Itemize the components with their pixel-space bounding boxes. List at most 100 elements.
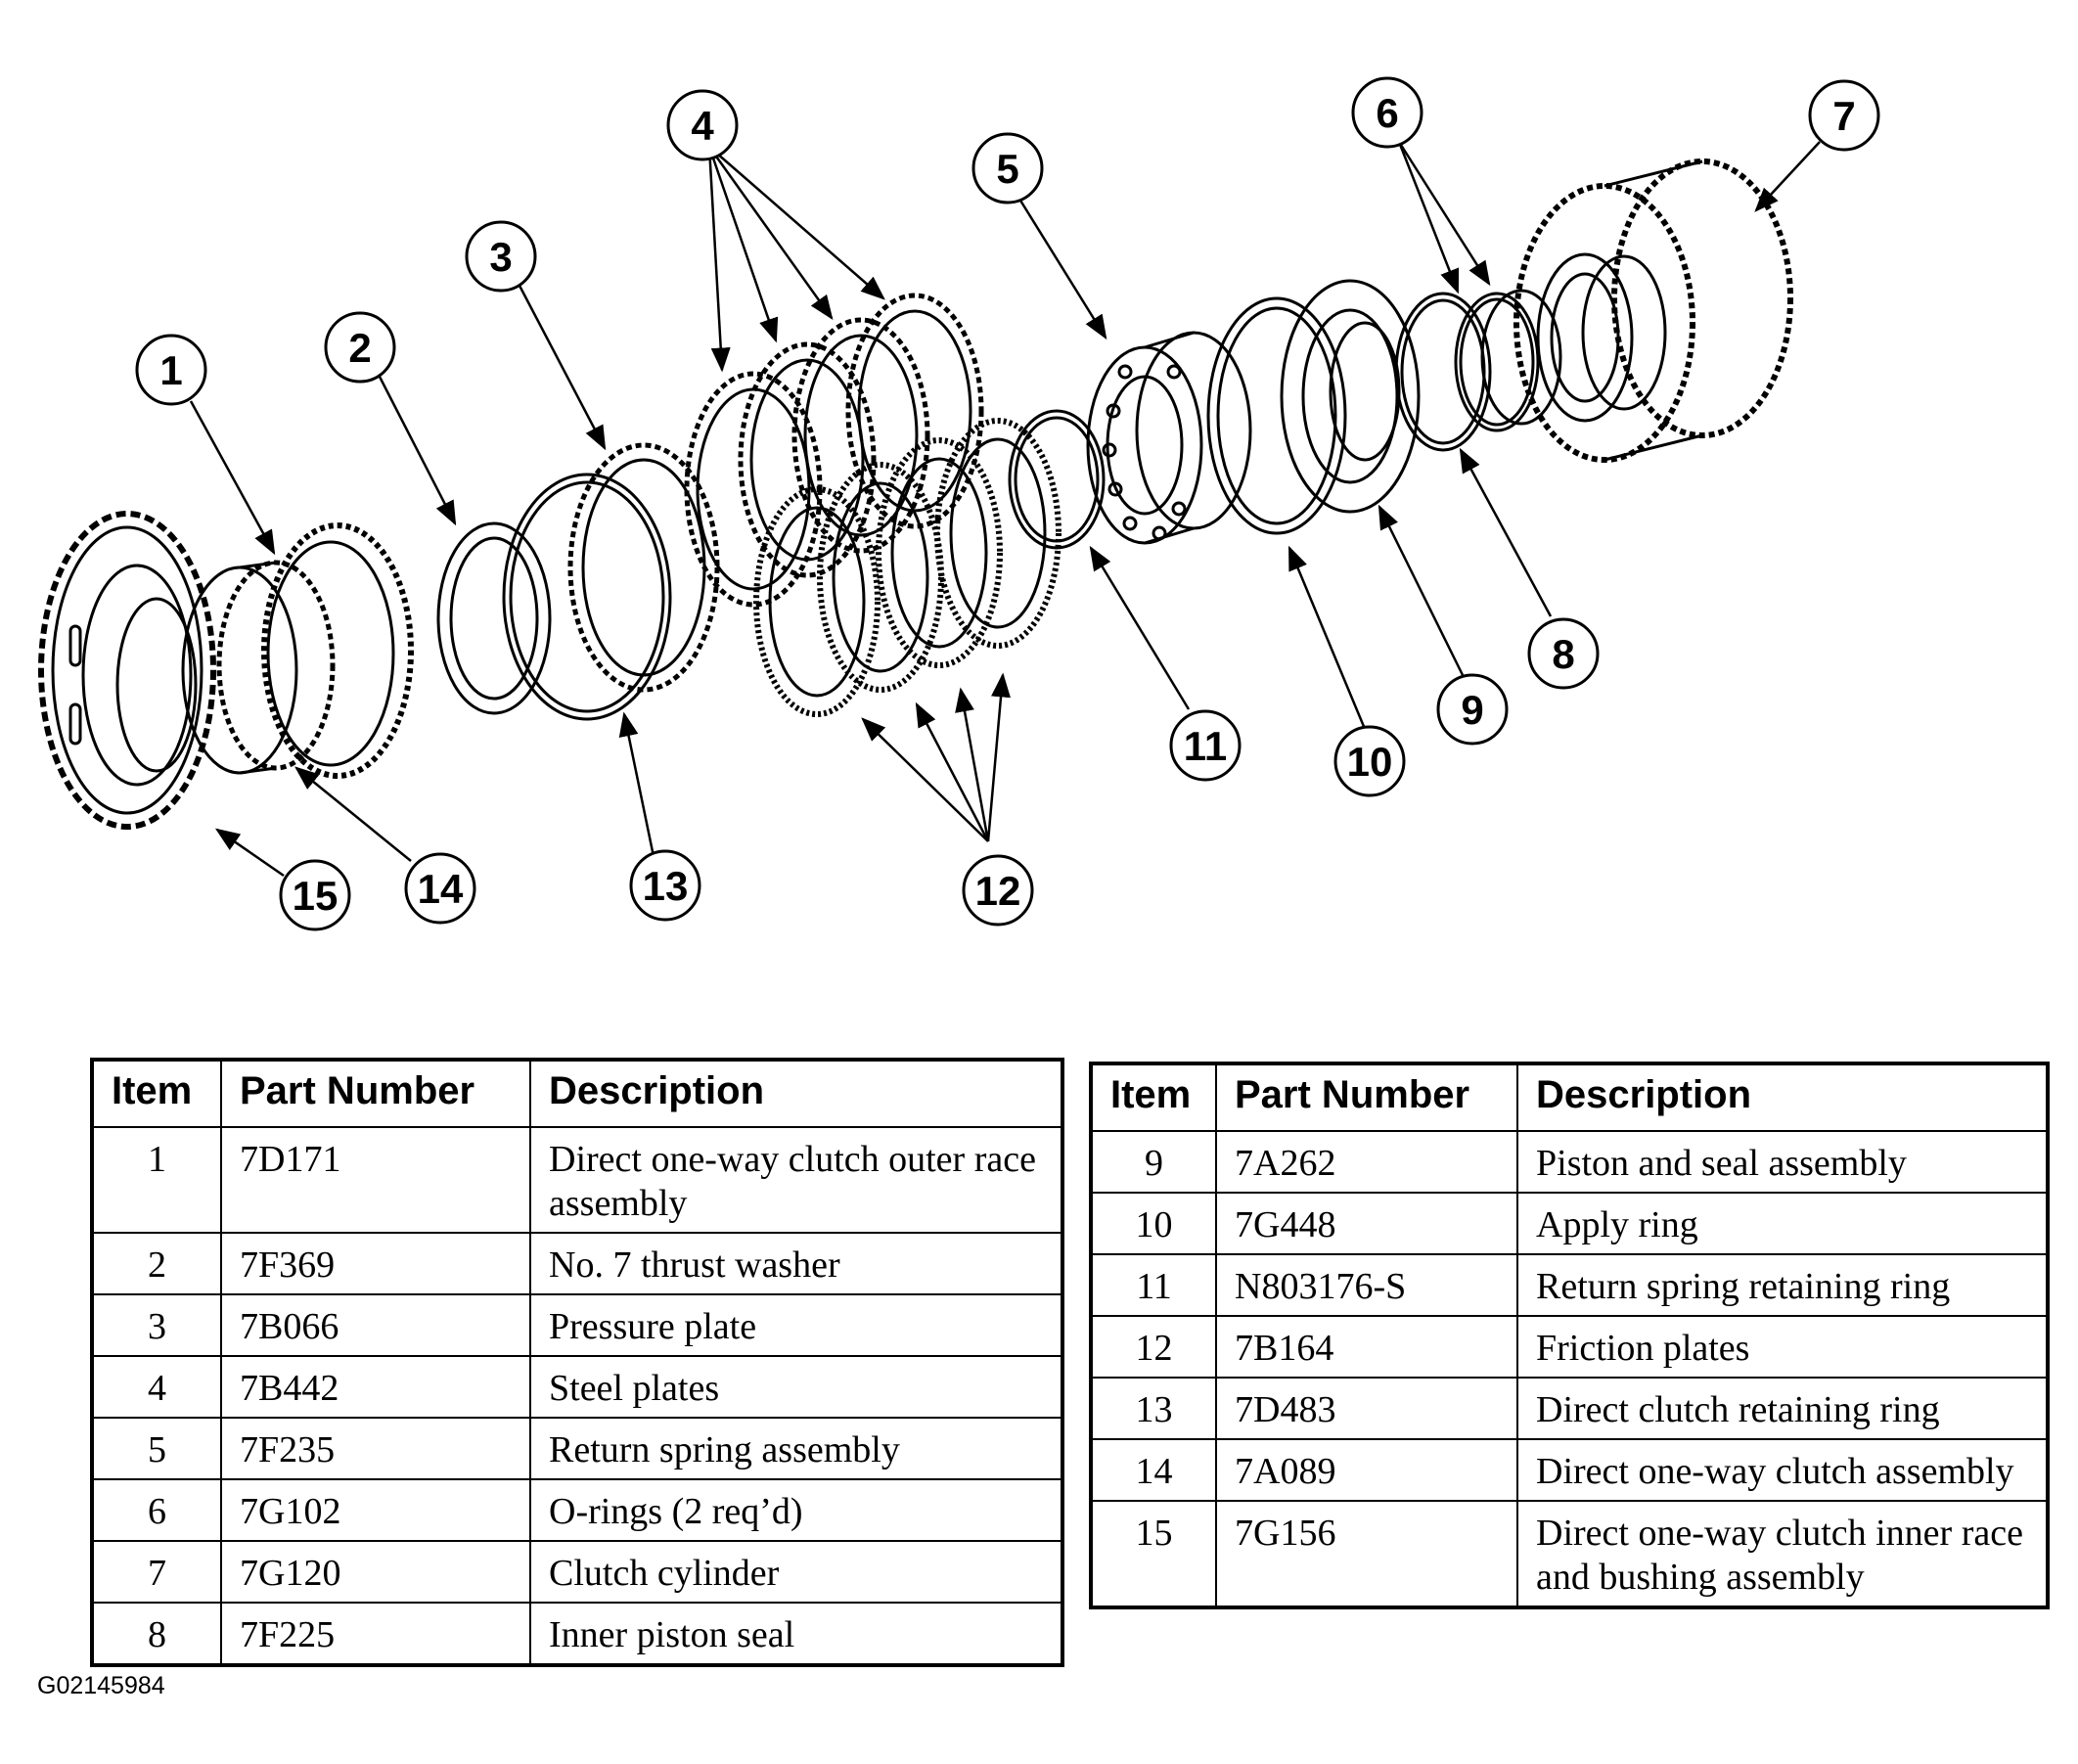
part-7-clutch-cylinder — [1513, 158, 1793, 463]
description-cell: No. 7 thrust washer — [529, 1232, 1063, 1295]
table-row: 13 7D483 Direct clutch retaining ring — [1090, 1377, 2049, 1440]
part-6-o-rings — [1454, 289, 1562, 432]
table-row: 14 7A089 Direct one-way clutch assembly — [1090, 1438, 2049, 1502]
part-5-return-spring — [1086, 331, 1252, 545]
part-number-cell: 7F369 — [220, 1232, 531, 1295]
part-number-cell: 7D171 — [220, 1126, 531, 1234]
description-cell: Return spring assembly — [529, 1417, 1063, 1480]
item-cell: 10 — [1090, 1192, 1217, 1255]
table-row: 5 7F235 Return spring assembly — [91, 1417, 1063, 1480]
item-cell: 6 — [91, 1478, 222, 1542]
part-number-cell: 7G156 — [1215, 1500, 1518, 1608]
item-cell: 9 — [1090, 1130, 1217, 1194]
description-cell: Return spring retaining ring — [1516, 1253, 2049, 1317]
parts-table-left: Item Part Number Description 1 7D171 Dir… — [90, 1058, 1064, 1667]
part-number-cell: 7F235 — [220, 1417, 531, 1480]
svg-text:11: 11 — [1184, 723, 1227, 769]
svg-text:12: 12 — [975, 868, 1021, 914]
callout-13: 13 — [629, 849, 701, 922]
description-cell: Apply ring — [1516, 1192, 2049, 1255]
description-cell: Steel plates — [529, 1355, 1063, 1419]
part-4-steel-plates — [684, 293, 984, 608]
item-cell: 1 — [91, 1126, 222, 1234]
col-header-part-number: Part Number — [1215, 1063, 1518, 1132]
callout-2: 2 — [324, 311, 396, 384]
description-cell: Inner piston seal — [529, 1602, 1063, 1666]
part-number-cell: 7B164 — [1215, 1315, 1518, 1379]
part-12-friction-plates — [753, 418, 1062, 717]
svg-text:15: 15 — [293, 873, 339, 919]
item-cell: 5 — [91, 1417, 222, 1480]
part-number-cell: 7G102 — [220, 1478, 531, 1542]
item-cell: 7 — [91, 1540, 222, 1604]
item-cell: 11 — [1090, 1253, 1217, 1317]
callout-11: 11 — [1169, 709, 1242, 782]
callout-9: 9 — [1436, 673, 1509, 746]
part-number-cell: 7B066 — [220, 1293, 531, 1357]
callout-12: 12 — [962, 854, 1034, 927]
part-14-one-way-clutch — [181, 560, 336, 775]
description-cell: Clutch cylinder — [529, 1540, 1063, 1604]
part-3-pressure-plate — [567, 442, 720, 693]
part-8-inner-piston-seal — [1394, 292, 1492, 452]
description-cell: Direct one-way clutch assembly — [1516, 1438, 2049, 1502]
svg-text:2: 2 — [348, 325, 371, 371]
part-number-cell: 7F225 — [220, 1602, 531, 1666]
figure-id: G02145984 — [37, 1672, 165, 1699]
part-number-cell: 7A262 — [1215, 1130, 1518, 1194]
svg-text:4: 4 — [691, 103, 714, 149]
table-header-row: Item Part Number Description — [1090, 1063, 2049, 1132]
part-number-cell: 7G120 — [220, 1540, 531, 1604]
part-number-cell: 7D483 — [1215, 1377, 1518, 1440]
col-header-item: Item — [1090, 1063, 1217, 1132]
callout-3: 3 — [465, 220, 537, 293]
col-header-description: Description — [1516, 1063, 2049, 1132]
description-cell: Direct one-way clutch inner race and bus… — [1516, 1500, 2049, 1608]
table-row: 12 7B164 Friction plates — [1090, 1315, 2049, 1379]
col-header-item: Item — [91, 1059, 222, 1128]
exploded-view-diagram: 1 2 3 4 5 6 7 8 9 10 11 12 — [38, 76, 1880, 931]
table-row: 7 7G120 Clutch cylinder — [91, 1540, 1063, 1604]
table-row: 6 7G102 O-rings (2 req’d) — [91, 1478, 1063, 1542]
part-number-cell: 7B442 — [220, 1355, 531, 1419]
description-cell: Piston and seal assembly — [1516, 1130, 2049, 1194]
callout-15: 15 — [279, 859, 351, 931]
callout-10: 10 — [1333, 725, 1406, 797]
callout-4: 4 — [666, 89, 739, 161]
svg-text:7: 7 — [1832, 93, 1855, 139]
part-number-cell: 7A089 — [1215, 1438, 1518, 1502]
description-cell: Direct clutch retaining ring — [1516, 1377, 2049, 1440]
item-cell: 12 — [1090, 1315, 1217, 1379]
parts-table-right: Item Part Number Description 9 7A262 Pis… — [1089, 1062, 2050, 1609]
table-row: 4 7B442 Steel plates — [91, 1355, 1063, 1419]
description-cell: Direct one-way clutch outer race assembl… — [529, 1126, 1063, 1234]
table-row: 3 7B066 Pressure plate — [91, 1293, 1063, 1357]
svg-text:6: 6 — [1376, 90, 1398, 136]
callout-1: 1 — [135, 334, 207, 406]
part-10-apply-ring — [1206, 296, 1347, 535]
table-row: 10 7G448 Apply ring — [1090, 1192, 2049, 1255]
part-2-thrust-washer — [436, 521, 552, 715]
svg-text:8: 8 — [1552, 631, 1574, 677]
table-row: 11 N803176-S Return spring retaining rin… — [1090, 1253, 2049, 1317]
callout-14: 14 — [404, 852, 476, 925]
svg-text:13: 13 — [643, 863, 689, 909]
table-header-row: Item Part Number Description — [91, 1059, 1063, 1128]
table-row: 2 7F369 No. 7 thrust washer — [91, 1232, 1063, 1295]
table-row: 8 7F225 Inner piston seal — [91, 1602, 1063, 1666]
svg-text:5: 5 — [996, 146, 1018, 192]
part-1-outer-race — [261, 522, 414, 779]
callout-7: 7 — [1808, 79, 1880, 152]
callout-5: 5 — [971, 132, 1044, 204]
col-header-description: Description — [529, 1059, 1063, 1128]
leader-lines — [189, 141, 1821, 878]
item-cell: 4 — [91, 1355, 222, 1419]
callout-6: 6 — [1351, 76, 1423, 149]
part-13-retaining-ring — [502, 473, 672, 721]
svg-text:9: 9 — [1461, 687, 1483, 733]
svg-text:3: 3 — [489, 234, 512, 280]
description-cell: Pressure plate — [529, 1293, 1063, 1357]
item-cell: 2 — [91, 1232, 222, 1295]
item-cell: 3 — [91, 1293, 222, 1357]
svg-text:14: 14 — [418, 866, 464, 912]
